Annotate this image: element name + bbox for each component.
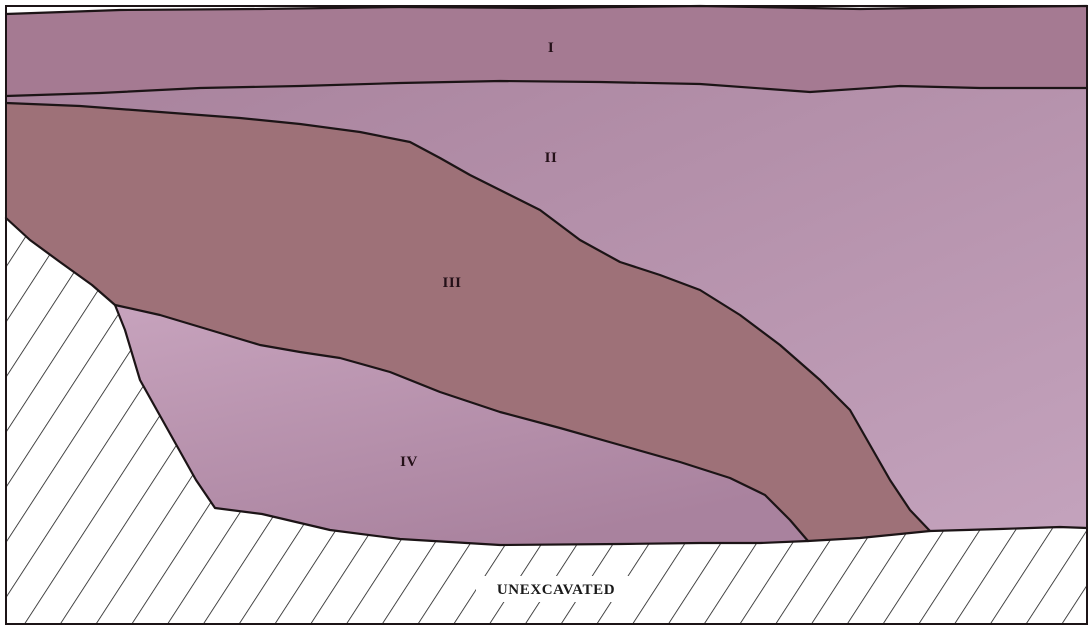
unexcavated-label: UNEXCAVATED: [497, 582, 615, 598]
layer-1-label: I: [548, 40, 554, 56]
layer-3-label: III: [442, 275, 461, 291]
layer-4-label: IV: [400, 454, 418, 470]
layer-2-label: II: [545, 150, 558, 166]
